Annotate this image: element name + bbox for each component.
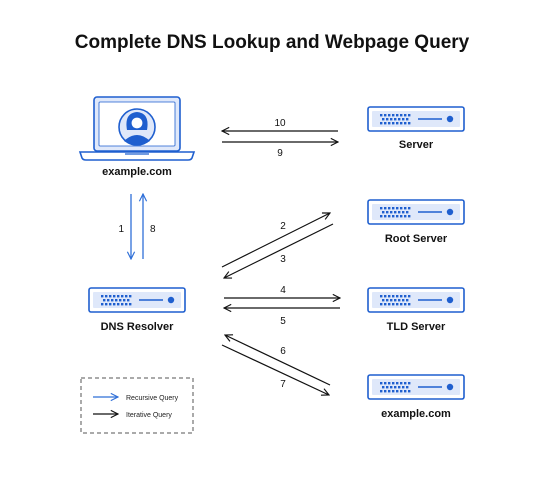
step-label-6: 6 bbox=[280, 346, 286, 357]
client-laptop: example.com bbox=[78, 96, 196, 178]
step-label-5: 5 bbox=[280, 316, 286, 327]
legend-box bbox=[80, 377, 194, 434]
server-icon bbox=[367, 199, 465, 225]
server-node: Server bbox=[367, 106, 465, 151]
step-label-1: 1 bbox=[118, 224, 124, 235]
step-label-10: 10 bbox=[274, 118, 286, 129]
step-label-3: 3 bbox=[280, 254, 286, 265]
server-icon bbox=[367, 287, 465, 313]
arrow-step-2 bbox=[221, 213, 330, 268]
authoritative-server-node: example.com bbox=[367, 374, 465, 420]
step-label-2: 2 bbox=[280, 221, 286, 232]
step-label-4: 4 bbox=[280, 285, 286, 296]
step-label-8: 8 bbox=[150, 224, 156, 235]
arrow-step-3 bbox=[224, 223, 334, 278]
server-icon bbox=[367, 106, 465, 132]
tld-server-label: TLD Server bbox=[387, 321, 446, 333]
arrow-step-7 bbox=[221, 344, 329, 395]
tld-server-node: TLD Server bbox=[367, 287, 465, 333]
step-label-9: 9 bbox=[277, 148, 283, 159]
root-server-node: Root Server bbox=[367, 199, 465, 245]
laptop-user-icon bbox=[78, 96, 196, 161]
step-label-7: 7 bbox=[280, 379, 286, 390]
dns-resolver-node: DNS Resolver bbox=[88, 287, 186, 333]
client-label: example.com bbox=[102, 166, 172, 178]
diagram-title: Complete DNS Lookup and Webpage Query bbox=[75, 32, 470, 53]
legend: Recursive Query Iterative Query bbox=[80, 377, 194, 434]
arrow-step-6 bbox=[225, 335, 331, 386]
server-icon bbox=[367, 374, 465, 400]
server-icon bbox=[88, 287, 186, 313]
dns-resolver-label: DNS Resolver bbox=[101, 321, 174, 333]
authoritative-server-label: example.com bbox=[381, 408, 451, 420]
legend-iterative-label: Iterative Query bbox=[126, 412, 172, 419]
legend-recursive-label: Recursive Query bbox=[126, 395, 179, 402]
root-server-label: Root Server bbox=[385, 233, 448, 245]
server-label: Server bbox=[399, 139, 434, 151]
